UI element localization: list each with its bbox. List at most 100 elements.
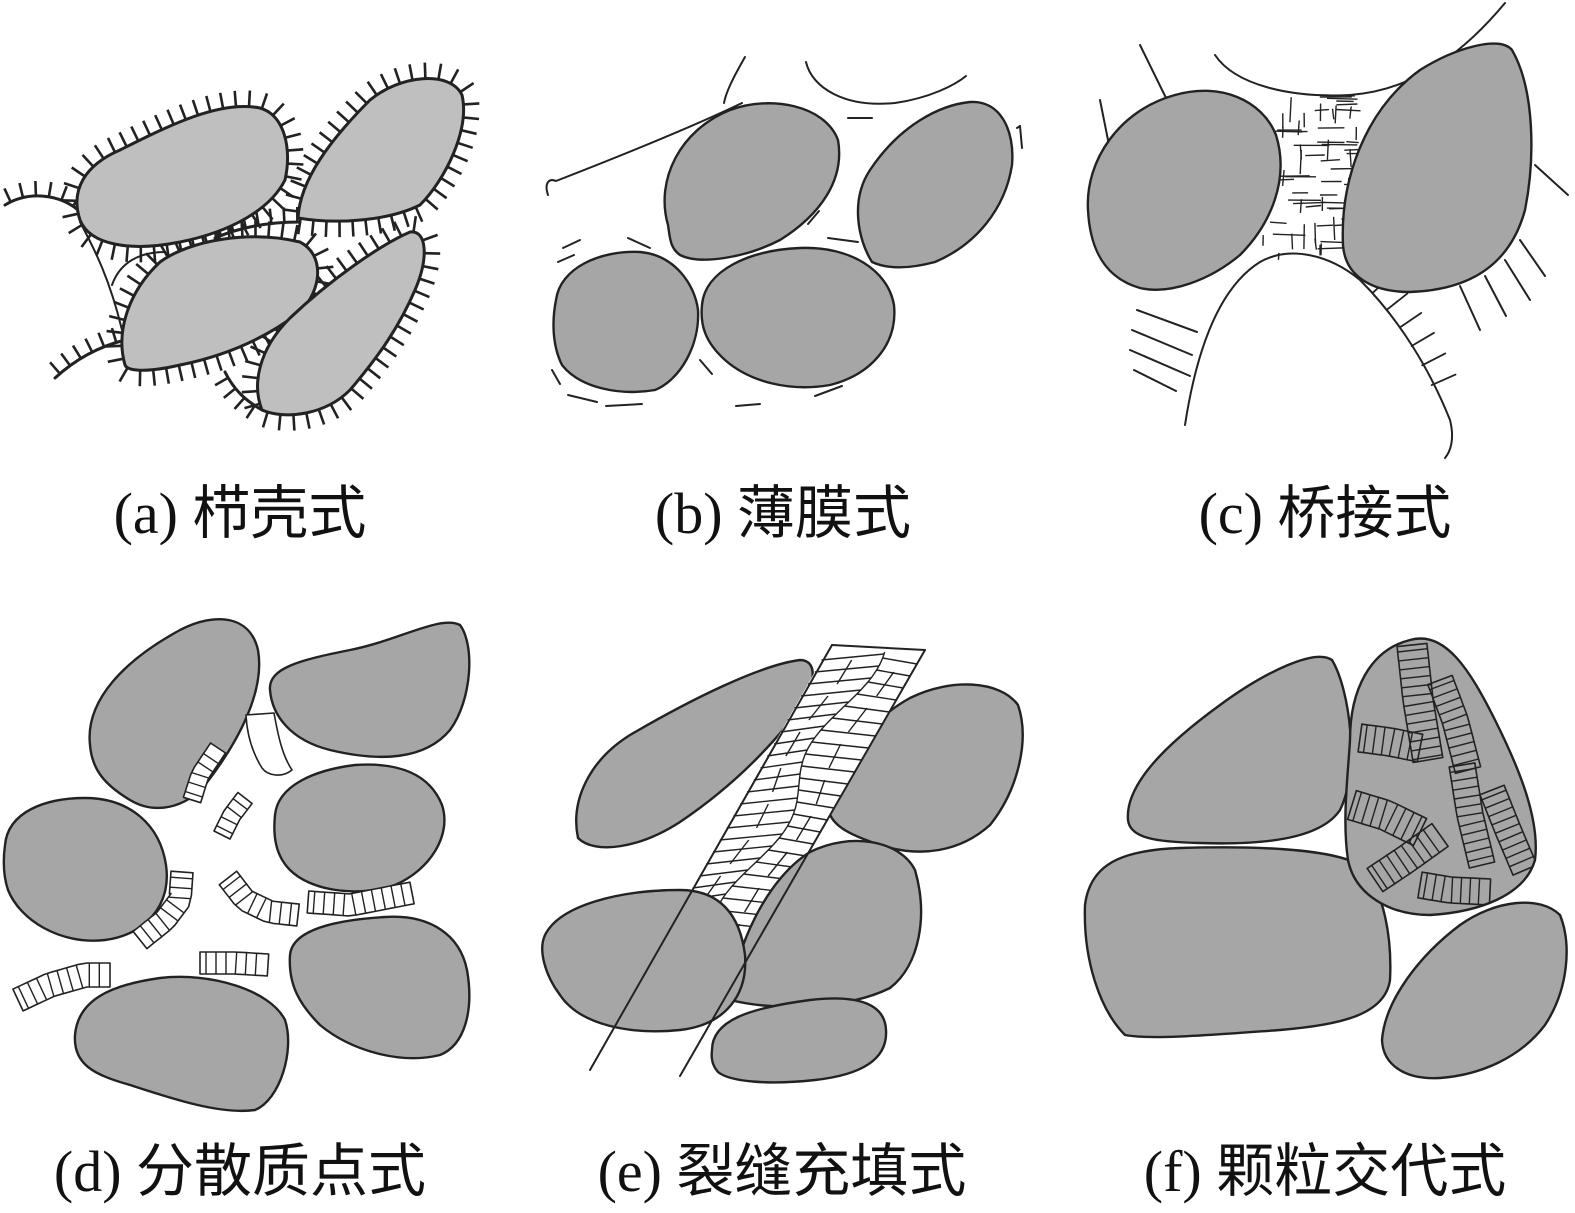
clay-flake-rung	[1477, 878, 1481, 905]
fringe-tick	[287, 162, 304, 166]
fringe-tick	[393, 221, 403, 237]
caption-panel-d: (d) 分散质点式	[53, 1139, 427, 1204]
clay-flake-rung	[821, 653, 885, 661]
fringe-tick	[218, 92, 225, 109]
clay-flake-outline	[1366, 822, 1449, 893]
fringe-tick	[249, 345, 266, 355]
pore-outline	[79, 221, 123, 331]
fringe-tick	[345, 100, 359, 114]
fringe-tick	[233, 90, 238, 107]
clay-flake-rung	[1393, 850, 1411, 875]
clay-flake-rung	[1502, 839, 1527, 851]
clay-flake-rung	[312, 891, 316, 914]
clay-flake-rung	[1446, 732, 1472, 741]
fringe-tick	[325, 265, 338, 280]
clay-lining-lines	[3, 194, 302, 412]
clay-fiber	[1314, 222, 1317, 243]
clay-flake-rung	[288, 903, 293, 926]
fringe-tick	[202, 358, 210, 375]
fringe-tick	[351, 220, 355, 237]
clay-flake-rung	[719, 833, 783, 841]
fringe-tick	[125, 245, 130, 263]
clay-flake-rung	[787, 825, 821, 833]
clay-fiber	[1133, 369, 1177, 392]
clay-lining	[53, 338, 127, 380]
clay-flake-rung	[1384, 804, 1399, 832]
clay-flake-edge	[785, 731, 801, 757]
clay-flake-rung	[787, 713, 837, 721]
clay-flake-rung	[1451, 776, 1478, 782]
clay-fiber	[1459, 285, 1481, 331]
fringe-tick	[108, 314, 126, 322]
clay-flake-rung	[370, 889, 377, 912]
clay-flake	[132, 870, 194, 950]
fringe-tick	[459, 82, 475, 94]
clay-flake-rung	[778, 837, 814, 845]
clay-flake-rung	[780, 725, 825, 733]
clay-flake-rung	[814, 665, 879, 673]
clay-flake-rung	[380, 887, 387, 910]
clay-flake-rung	[1401, 683, 1432, 689]
clay-flake-rung	[1495, 822, 1520, 834]
clay-flake-edge	[808, 695, 829, 721]
clay-flake-rung	[733, 809, 795, 817]
fringe-tick	[422, 233, 439, 242]
fracture-walls	[589, 644, 926, 1077]
fringe-tick	[80, 233, 93, 248]
clay-fiber	[1272, 233, 1306, 236]
fringe-tick	[247, 90, 252, 107]
fringe-tick	[327, 120, 342, 133]
fringe-tick	[142, 120, 152, 136]
fringe-tick	[191, 99, 200, 116]
clay-flake-rung	[234, 891, 254, 906]
clay-film-dash	[827, 237, 859, 243]
fringe-tick	[178, 104, 188, 121]
fracture-top	[831, 644, 926, 651]
clay-flake-rung	[197, 761, 214, 773]
clay-flake-rung	[216, 824, 234, 835]
fringe-tick	[317, 265, 334, 270]
clay-flake-rung	[1402, 692, 1433, 698]
fringe-tick	[106, 329, 123, 335]
clay-film-dash	[699, 359, 713, 375]
fringe-tick	[130, 125, 140, 142]
fringe-tick	[402, 313, 419, 323]
clay-fringe	[1371, 274, 1457, 387]
fringe-tick	[145, 252, 159, 266]
caption-panel-f: (f) 颗粒交代式	[1143, 1139, 1507, 1204]
fringe-tick	[369, 234, 380, 250]
clay-flake-edge	[836, 659, 853, 685]
clay-flake-rung	[798, 789, 841, 797]
fringe-tick	[106, 137, 117, 153]
clay-flake-rung	[1360, 794, 1371, 824]
fringe-tick	[261, 411, 269, 428]
clay-flake-rung	[767, 749, 808, 757]
clay-flake-rung	[1435, 696, 1461, 708]
clay-flake-rung	[56, 970, 65, 994]
panel-a-diagram	[3, 62, 480, 431]
clay-flake-edge	[755, 803, 769, 829]
clay-fiber	[1276, 252, 1280, 262]
clay-flake-rung	[1399, 665, 1430, 671]
clay-flake-rung	[1397, 648, 1428, 653]
clay-fiber	[1346, 141, 1362, 144]
clay-flake-outline	[213, 791, 253, 840]
grains	[552, 100, 1014, 394]
fringe-tick	[215, 354, 223, 372]
clay-fiber	[1136, 309, 1198, 333]
fringe-tick	[1430, 373, 1457, 387]
clay-flake-rung	[46, 973, 55, 997]
clay-flake-rung	[170, 876, 193, 880]
fringe-tick	[418, 277, 435, 285]
clay-flake-rung	[234, 952, 238, 975]
clay-flake	[218, 870, 300, 927]
fringe-tick	[446, 165, 463, 176]
clay-flake-rung	[740, 797, 798, 805]
tick-guide	[1365, 285, 1438, 400]
panel-d-diagram	[2, 618, 471, 1113]
clay-lining	[3, 194, 80, 212]
fringe-tick	[71, 344, 83, 360]
fringe-tick	[244, 402, 261, 410]
grain	[700, 246, 896, 389]
clay-fiber	[1314, 108, 1329, 112]
